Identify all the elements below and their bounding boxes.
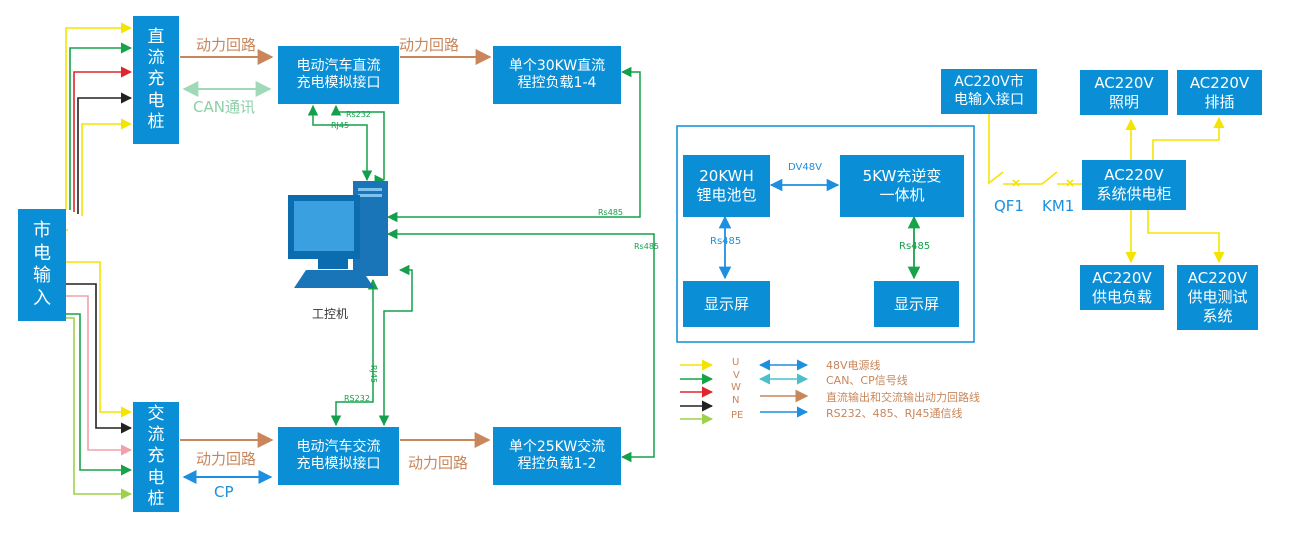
- ac-load-block: 单个25KW交流 程控负载1-2: [493, 427, 621, 485]
- dc-pile-wires: [65, 22, 133, 231]
- power-loop-label-4: 动力回路: [408, 454, 469, 472]
- qf1-label: QF1: [994, 197, 1024, 215]
- dc-charging-pile-block: 直 流 充 电 桩: [133, 16, 179, 144]
- ac-pile-label: 交 流 充 电 桩: [147, 403, 165, 509]
- legend-can-cp-line: CAN、CP信号线: [826, 374, 908, 387]
- dc-load-label: 单个30KW直流 程控负载1-4: [508, 57, 606, 92]
- rs485-right-label: Rs485: [899, 241, 931, 252]
- inverter-block: 5KW充逆变 一体机: [840, 155, 964, 217]
- test-system-block: AC220V 供电测试 系统: [1177, 265, 1258, 330]
- battery-block: 20KWH 锂电池包: [683, 155, 770, 217]
- km1-label: KM1: [1042, 197, 1075, 215]
- socket-block: AC220V 排插: [1177, 70, 1262, 115]
- inverter-label: 5KW充逆变 一体机: [862, 167, 942, 204]
- energy-storage-frame: [676, 125, 975, 343]
- test-system-label: AC220V 供电测试 系统: [1187, 269, 1248, 325]
- legend-comm-line: RS232、485、RJ45通信线: [826, 407, 963, 420]
- dc-interface-label: 电动汽车直流 充电模拟接口: [296, 57, 381, 92]
- ac-pile-wires: [66, 261, 133, 500]
- comm-lines: [307, 66, 655, 463]
- dc-interface-block: 电动汽车直流 充电模拟接口: [278, 46, 399, 104]
- display-left-block: 显示屏: [683, 281, 770, 327]
- rs485-a-label: Rs485: [598, 208, 623, 217]
- legend-power-line: 直流输出和交流输出动力回路线: [826, 391, 980, 404]
- rs232-top-label: Rs232: [346, 110, 371, 119]
- supply-load-label: AC220V 供电负载: [1091, 268, 1152, 306]
- power-loop-label-3: 动力回路: [196, 450, 257, 468]
- mains-input-block: 市 电 输 入: [18, 209, 66, 321]
- legend-phase-v: V: [733, 370, 740, 381]
- legend-lines: [680, 359, 809, 425]
- rs232-bottom-label: RS232: [344, 394, 370, 403]
- ac-interface-label: 电动汽车交流 充电模拟接口: [296, 438, 381, 473]
- lighting-block: AC220V 照明: [1080, 70, 1168, 115]
- battery-label: 20KWH 锂电池包: [696, 167, 757, 204]
- rs485-b-label: Rs485: [634, 242, 659, 251]
- dc-pile-label: 直 流 充 电 桩: [147, 26, 165, 132]
- legend-48v-line: 48V电源线: [826, 359, 881, 372]
- ac-charging-pile-block: 交 流 充 电 桩: [133, 402, 179, 512]
- cp-label: CP: [214, 483, 234, 501]
- lighting-label: AC220V 照明: [1094, 73, 1154, 111]
- signal-arrows: [182, 81, 273, 484]
- display-left-label: 显示屏: [703, 294, 749, 313]
- dv48v-label: DV48V: [788, 162, 822, 173]
- power-loop-label-1: 动力回路: [196, 36, 257, 54]
- mains-input-label: 市 电 输 入: [33, 220, 51, 309]
- cabinet-label: AC220V 系统供电柜: [1096, 166, 1172, 203]
- cabinet-block: AC220V 系统供电柜: [1082, 160, 1186, 210]
- supply-circuit: [988, 114, 1225, 264]
- ac-mains-interface-block: AC220V市 电输入接口: [941, 69, 1037, 114]
- ac-interface-block: 电动汽车交流 充电模拟接口: [278, 427, 399, 485]
- industrial-computer-icon: [288, 181, 388, 288]
- rj45-mid-label: RJ45: [369, 365, 378, 384]
- dc-load-block: 单个30KW直流 程控负载1-4: [493, 46, 621, 104]
- legend-phase-w: W: [731, 382, 741, 393]
- ac-mains-interface-label: AC220V市 电输入接口: [954, 74, 1024, 108]
- rs485-left-label: Rs485: [710, 236, 742, 247]
- legend-phase-pe: PE: [731, 410, 744, 421]
- legend-phase-n: N: [732, 395, 740, 406]
- supply-load-block: AC220V 供电负载: [1080, 265, 1164, 310]
- legend-phase-u: U: [732, 357, 740, 368]
- rj45-top-label: RJ45: [331, 121, 350, 130]
- power-loop-label-2: 动力回路: [399, 36, 460, 54]
- display-right-block: 显示屏: [874, 281, 959, 327]
- socket-label: AC220V 排插: [1189, 73, 1250, 111]
- can-comm-label: CAN通讯: [193, 98, 255, 116]
- display-right-label: 显示屏: [893, 294, 939, 313]
- ipc-label: 工控机: [312, 307, 349, 321]
- ac-load-label: 单个25KW交流 程控负载1-2: [508, 438, 606, 473]
- storage-arrows: [718, 178, 921, 280]
